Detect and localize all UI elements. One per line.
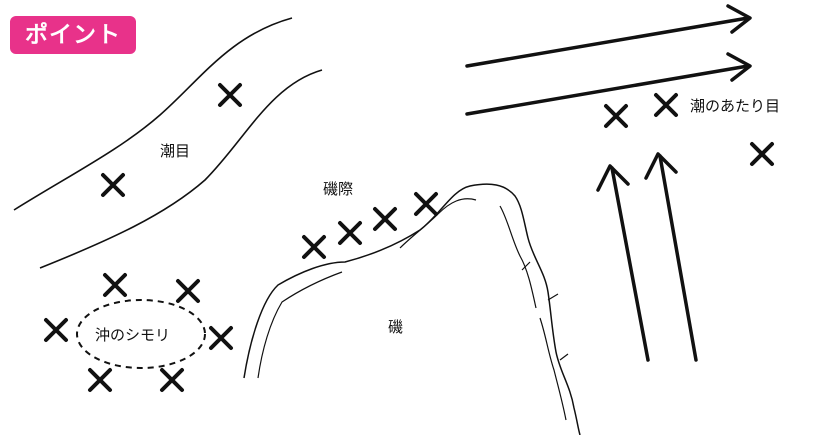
label-rock: 磯 <box>388 316 403 337</box>
rock-texture-1 <box>258 272 342 378</box>
label-rock-edge: 磯際 <box>323 178 353 199</box>
cross-mark-iso-1 <box>304 237 324 257</box>
cross-mark-tide-bottom <box>103 175 123 195</box>
cross-mark-atari-3 <box>752 144 772 164</box>
label-current-hit-line: 潮のあたり目 <box>690 95 780 116</box>
label-tide-line: 潮目 <box>160 140 190 161</box>
cross-mark-shimori-5 <box>90 370 110 390</box>
cross-mark-atari-1 <box>606 106 626 126</box>
rock-texture-2 <box>400 199 476 248</box>
cross-mark-shimori-2 <box>178 281 198 301</box>
current-arrow-right-up <box>660 156 696 360</box>
cross-mark-shimori-6 <box>162 370 182 390</box>
rock-outline <box>244 184 580 435</box>
current-arrow-top <box>467 18 748 66</box>
cross-mark-iso-4 <box>416 194 436 214</box>
cross-mark-iso-3 <box>375 209 395 229</box>
label-submerged-rock: 沖のシモリ <box>95 324 170 345</box>
cross-mark-shimori-4 <box>211 328 231 348</box>
tide-line-upper <box>14 18 292 210</box>
rock-texture-3 <box>500 206 536 308</box>
current-arrow-icon <box>467 6 750 360</box>
cross-mark-atari-2 <box>656 95 676 115</box>
cross-mark-iso-2 <box>340 223 360 243</box>
cross-mark-shimori-1 <box>105 275 125 295</box>
cross-mark-shimori-3 <box>46 320 66 340</box>
current-arrow-left-up <box>612 168 648 360</box>
cross-mark-tide-top <box>220 85 240 105</box>
